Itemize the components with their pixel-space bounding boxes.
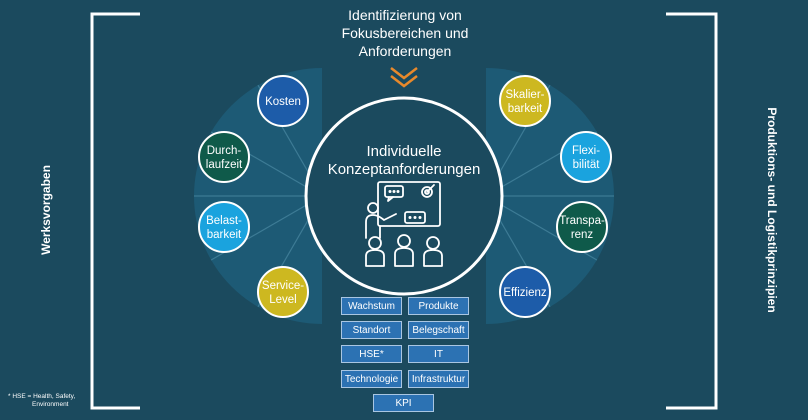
requirement-tile: Technologie bbox=[341, 370, 402, 388]
left-circle-2: Durch-laufzeit bbox=[198, 131, 250, 183]
right-side-label: Produktions- und Logistikprinzipien bbox=[765, 107, 779, 313]
left-category-circles: KostenDurch-laufzeitBelast-barkeitServic… bbox=[198, 75, 309, 318]
right-circle-3: Transpa-renz bbox=[556, 201, 608, 253]
header-title-line2: Fokusbereichen und bbox=[341, 25, 469, 41]
header-title: Identifizierung von Fokusbereichen und A… bbox=[300, 6, 510, 60]
right-circle-label: Transpa- bbox=[559, 215, 605, 227]
left-side-label: Werksvorgaben bbox=[39, 165, 53, 255]
left-circle-label: barkeit bbox=[207, 229, 242, 241]
left-circle-label: laufzeit bbox=[206, 159, 243, 171]
footnote-line1: * HSE = Health, Safety, bbox=[8, 393, 76, 400]
requirement-tile: Infrastruktur bbox=[408, 370, 469, 388]
right-circle-label: renz bbox=[571, 229, 594, 241]
requirement-tile: IT bbox=[408, 345, 469, 363]
right-circle-label: Effizienz bbox=[503, 287, 547, 299]
left-circle-label: Durch- bbox=[207, 145, 242, 157]
left-circle-3: Belast-barkeit bbox=[198, 201, 250, 253]
team-presentation-icon bbox=[365, 181, 443, 267]
left-circle-label: Level bbox=[269, 294, 297, 306]
requirement-tile: HSE* bbox=[341, 345, 402, 363]
right-circle-2: Flexi-bilität bbox=[560, 131, 612, 183]
requirement-tile: Produkte bbox=[408, 297, 469, 315]
requirement-tile: KPI bbox=[373, 394, 434, 412]
left-circle-label: Kosten bbox=[265, 96, 301, 108]
left-circle-1: Kosten bbox=[257, 75, 309, 127]
right-circle-label: Flexi- bbox=[572, 145, 600, 157]
center-title-line2: Konzeptanforderungen bbox=[328, 161, 481, 178]
center-title-line1: Individuelle bbox=[366, 143, 441, 160]
header-title-line1: Identifizierung von bbox=[348, 7, 462, 23]
left-circle-4: Service- Level bbox=[257, 266, 309, 318]
requirement-tile: Standort bbox=[341, 321, 402, 339]
right-circle-1: Skalier-barkeit bbox=[499, 75, 551, 127]
left-bracket bbox=[90, 12, 140, 410]
right-circle-4: Effizienz bbox=[499, 266, 551, 318]
right-circle-label: barkeit bbox=[508, 103, 543, 115]
left-circle-label: Service- bbox=[262, 280, 304, 292]
right-circle-label: bilität bbox=[573, 159, 601, 171]
right-bracket bbox=[666, 12, 718, 410]
requirement-tile: Belegschaft bbox=[408, 321, 469, 339]
header-title-line3: Anforderungen bbox=[358, 43, 452, 59]
right-category-circles: Skalier-barkeitFlexi-bilitätTranspa-renz… bbox=[499, 75, 612, 318]
footnote: * HSE = Health, Safety, Environment bbox=[8, 393, 88, 409]
center-circle bbox=[304, 96, 504, 296]
double-chevron-down-icon bbox=[390, 67, 418, 88]
footnote-line2: Environment bbox=[32, 401, 69, 408]
left-circle-label: Belast- bbox=[206, 215, 242, 227]
requirement-tile: Wachstum bbox=[341, 297, 402, 315]
right-circle-label: Skalier- bbox=[506, 89, 545, 101]
